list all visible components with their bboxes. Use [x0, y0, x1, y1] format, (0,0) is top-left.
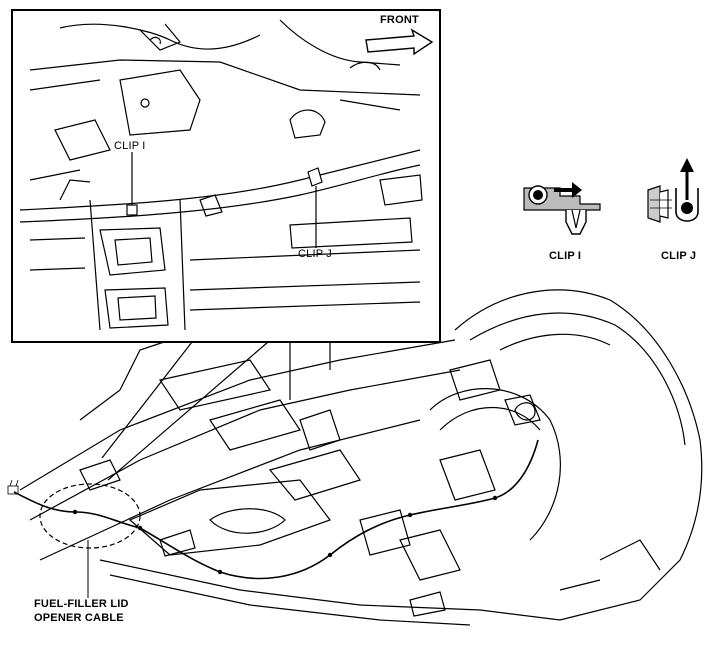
- detail-ellipse: [39, 483, 141, 549]
- front-arrow-icon: [365, 28, 434, 56]
- inset-clip-i-label: CLIP I: [114, 140, 146, 152]
- inset-clip-i-marker: [126, 152, 138, 216]
- cable-end-fitting: [7, 479, 19, 495]
- legend-clip-i-label: CLIP I: [549, 250, 582, 262]
- cable-label-line2: OPENER CABLE: [34, 612, 124, 624]
- clip-j-icon: [647, 158, 699, 223]
- inset-clip-j-label: CLIP J: [298, 248, 333, 260]
- inset-detail-drawing: [19, 19, 423, 331]
- cable-label-line1: FUEL-FILLER LID: [34, 598, 129, 610]
- inset-clip-j-marker: [307, 167, 323, 248]
- cable-clip-dots: [72, 495, 498, 575]
- callout-lines: [101, 341, 269, 481]
- inset-frame: [11, 9, 441, 343]
- legend-clip-j-label: CLIP J: [661, 250, 697, 262]
- front-label: FRONT: [380, 14, 419, 26]
- clip-i-icon: [523, 182, 601, 235]
- fuel-filler-cable-route: [13, 439, 539, 580]
